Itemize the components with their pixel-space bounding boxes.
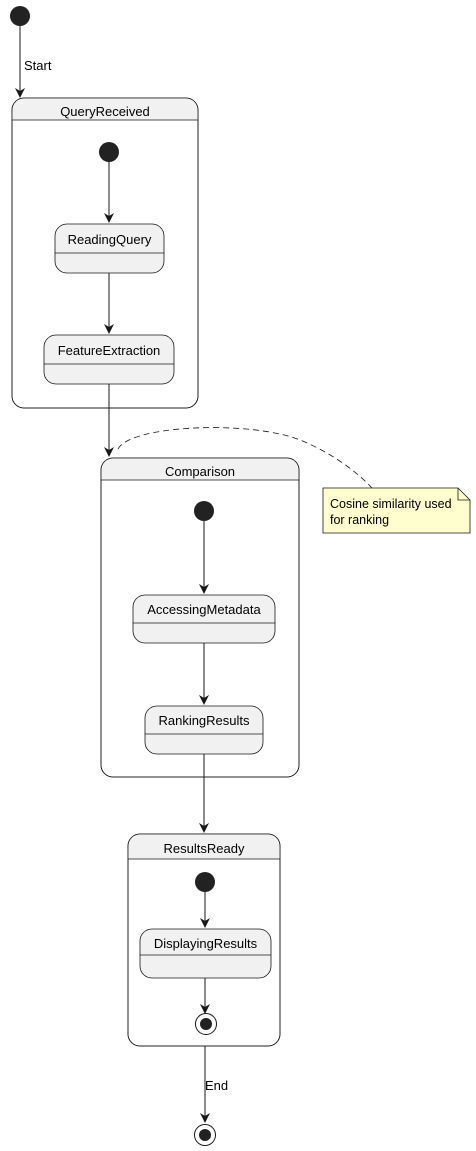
note-line-1: Cosine similarity used (330, 497, 452, 511)
composite-title-query-received: QueryReceived (60, 104, 150, 119)
note-connector (117, 427, 373, 489)
composite-state-query-received: QueryReceived ReadingQuery FeatureExtrac… (11, 97, 199, 409)
state-label-accessing-metadata: AccessingMetadata (147, 602, 261, 617)
state-label-ranking-results: RankingResults (158, 713, 250, 728)
state-reading-query: ReadingQuery (54, 223, 165, 274)
composite-state-comparison: Comparison AccessingMetadata RankingResu… (100, 457, 300, 778)
inner-initial-node (195, 872, 215, 892)
inner-final-node (195, 1013, 217, 1035)
inner-initial-node (194, 501, 214, 521)
state-ranking-results: RankingResults (144, 705, 264, 755)
note: Cosine similarity used for ranking (322, 487, 471, 534)
state-label-displaying-results: DisplayingResults (154, 936, 258, 951)
state-accessing-metadata: AccessingMetadata (132, 594, 276, 644)
state-label-reading-query: ReadingQuery (68, 232, 152, 247)
end-transition-label: End (205, 1078, 228, 1093)
start-transition-label: Start (24, 58, 52, 73)
final-node (194, 1124, 216, 1146)
state-feature-extraction: FeatureExtraction (43, 334, 175, 385)
composite-title-comparison: Comparison (165, 464, 235, 479)
composite-state-results-ready: ResultsReady DisplayingResults (127, 833, 281, 1047)
composite-title-results-ready: ResultsReady (164, 841, 245, 856)
initial-node (10, 6, 30, 26)
state-displaying-results: DisplayingResults (139, 928, 272, 979)
inner-initial-node (99, 142, 119, 162)
note-line-2: for ranking (330, 513, 389, 527)
state-label-feature-extraction: FeatureExtraction (58, 343, 161, 358)
